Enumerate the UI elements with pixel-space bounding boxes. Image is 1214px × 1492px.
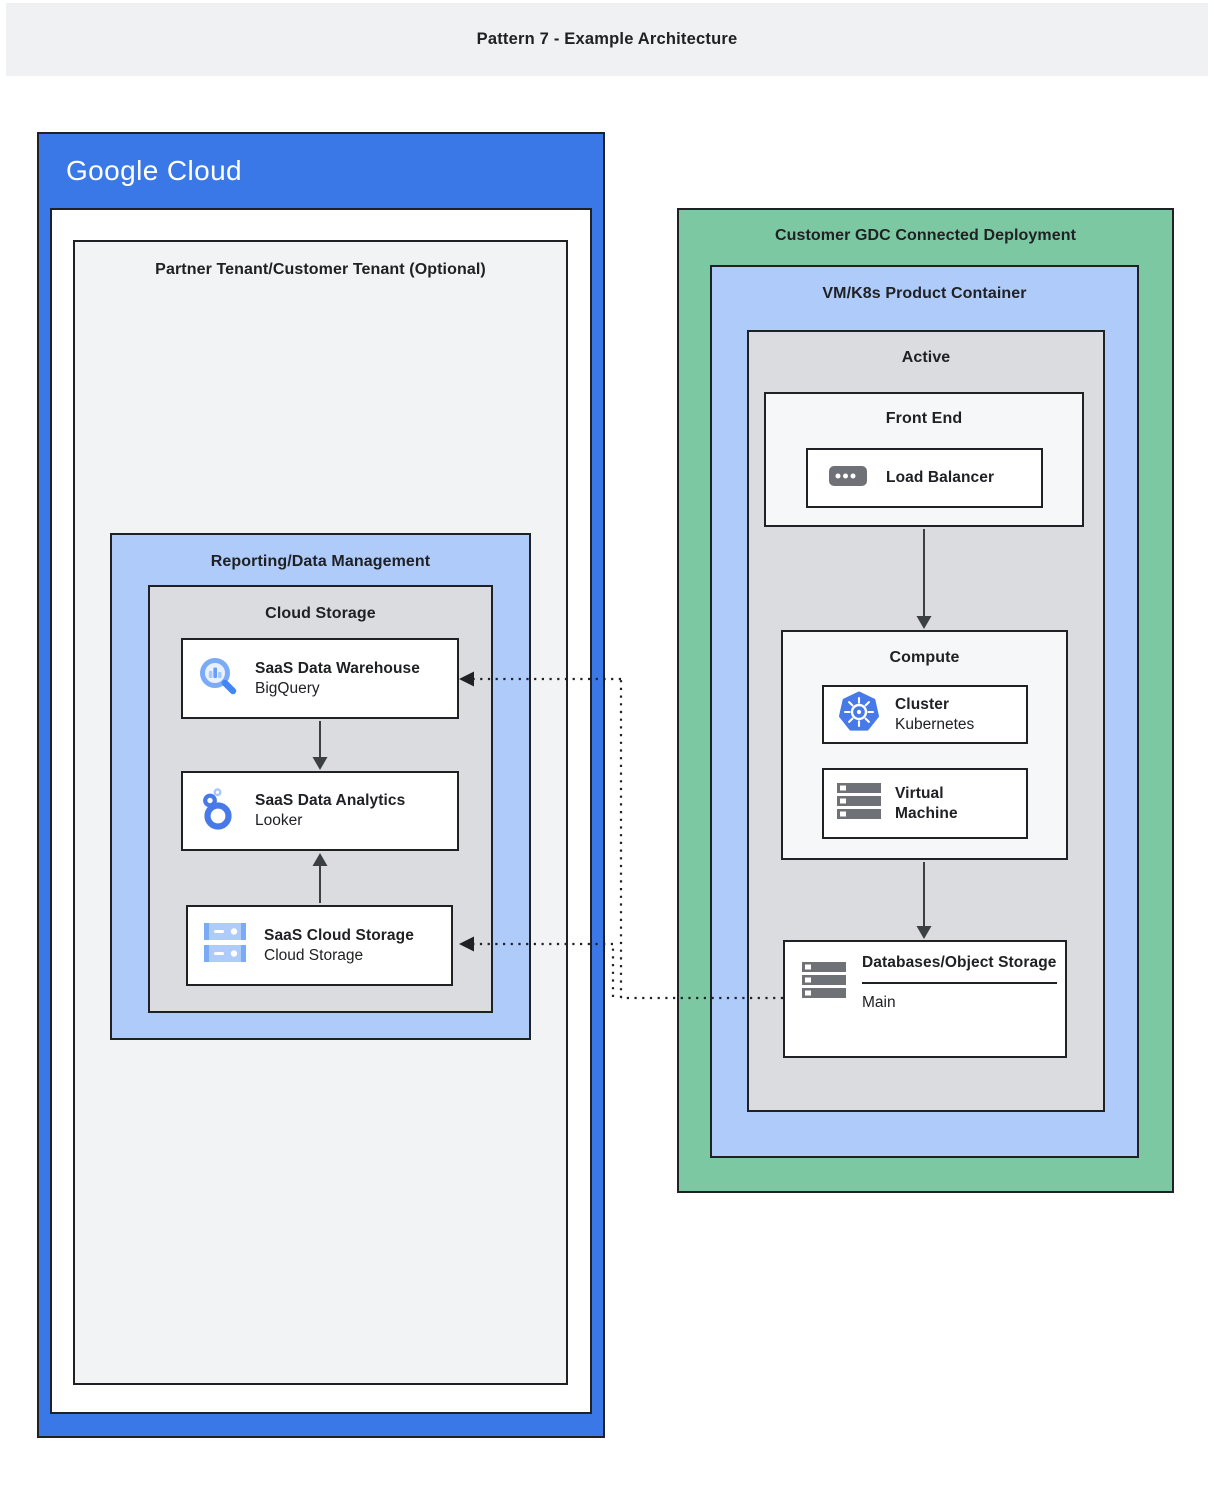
looker-icon bbox=[196, 787, 240, 836]
load-balancer-label: Load Balancer bbox=[886, 469, 995, 486]
databases-divider bbox=[862, 982, 1057, 984]
diagram-title: Pattern 7 - Example Architecture bbox=[476, 30, 738, 48]
object-storage-icon bbox=[802, 961, 846, 1004]
saas-cloud-storage-card: SaaS Cloud Storage Cloud Storage bbox=[186, 905, 453, 986]
card-subtitle: Looker bbox=[255, 812, 303, 829]
databases-main-label: Main bbox=[862, 994, 896, 1011]
front-end-title: Front End bbox=[885, 410, 963, 427]
reporting-title: Reporting/Data Management bbox=[210, 553, 431, 570]
databases-object-storage-card: Databases/Object Storage Main bbox=[783, 940, 1067, 1058]
bigquery-icon bbox=[196, 654, 240, 703]
saas-data-analytics-card: SaaS Data Analytics Looker bbox=[181, 771, 459, 851]
load-balancer-icon bbox=[828, 465, 868, 492]
virtual-machine-icon bbox=[837, 782, 881, 825]
card-title: Virtual Machine bbox=[895, 784, 958, 822]
compute-title: Compute bbox=[889, 649, 960, 666]
card-title: SaaS Cloud Storage bbox=[264, 926, 414, 944]
diagram-header-band: Pattern 7 - Example Architecture bbox=[6, 3, 1208, 76]
partner-tenant-title: Partner Tenant/Customer Tenant (Optional… bbox=[155, 261, 486, 278]
kubernetes-icon bbox=[837, 690, 881, 739]
card-title: SaaS Data Warehouse bbox=[255, 659, 420, 677]
virtual-machine-card: Virtual Machine bbox=[822, 768, 1028, 839]
card-subtitle: Cloud Storage bbox=[264, 946, 364, 964]
active-title: Active bbox=[901, 349, 951, 366]
cluster-card: Cluster Kubernetes bbox=[822, 685, 1028, 744]
cloud-storage-group-title: Cloud Storage bbox=[265, 605, 376, 622]
card-subtitle: BigQuery bbox=[255, 679, 320, 697]
saas-data-warehouse-card: SaaS Data Warehouse BigQuery bbox=[181, 638, 459, 719]
customer-gdc-title: Customer GDC Connected Deployment bbox=[774, 227, 1077, 244]
vm-k8s-title: VM/K8s Product Container bbox=[822, 285, 1027, 302]
card-subtitle: Kubernetes bbox=[895, 715, 975, 733]
google-cloud-logo: Google Cloud bbox=[66, 155, 243, 186]
cloud-storage-icon bbox=[201, 921, 249, 971]
card-title: SaaS Data Analytics bbox=[255, 792, 406, 809]
load-balancer-card: Load Balancer bbox=[806, 448, 1043, 508]
databases-title: Databases/Object Storage bbox=[862, 954, 1057, 971]
card-title: Cluster bbox=[895, 695, 950, 713]
